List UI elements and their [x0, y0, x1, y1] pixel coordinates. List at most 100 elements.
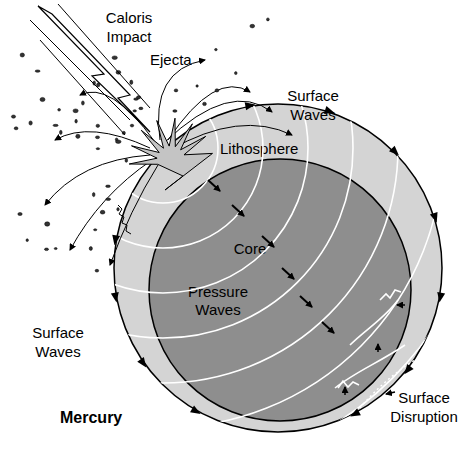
ejecta-debris	[73, 109, 78, 113]
node-text: Core	[218, 240, 282, 258]
text-label: Surface Waves	[280, 86, 346, 124]
ejecta-debris	[130, 124, 133, 127]
wave-arc	[108, 93, 218, 203]
ejecta-debris	[203, 102, 207, 105]
ejecta-debris	[174, 89, 178, 92]
node-outline	[148, 158, 412, 422]
crack-line	[380, 290, 401, 300]
text-label: Mercury	[60, 408, 150, 427]
ejecta-debris	[106, 185, 111, 187]
ejecta-debris	[40, 97, 45, 101]
circle-shape	[114, 104, 442, 432]
disruption-arrow	[377, 344, 379, 352]
ejecta-debris	[117, 208, 119, 211]
ejecta-debris	[29, 121, 32, 125]
ejecta-debris	[20, 53, 24, 57]
ejecta-debris	[96, 148, 100, 150]
ejecta-debris	[96, 124, 100, 127]
circle-shape	[149, 159, 411, 421]
ejecta-debris	[93, 81, 96, 85]
ejecta-trajectory	[165, 101, 272, 142]
ejecta-debris	[235, 72, 238, 75]
surface-wave-arrowhead	[245, 102, 256, 110]
pressure-arrow	[282, 268, 294, 279]
ejecta-debris	[139, 107, 143, 110]
ejecta-debris	[92, 193, 95, 197]
wave-arc	[0, 0, 353, 338]
ejecta-debris	[130, 80, 133, 84]
ejecta-debris	[94, 229, 97, 231]
surface-wave-arrowhead	[137, 357, 146, 367]
wave-arc	[0, 0, 398, 383]
pressure-arrow	[232, 205, 244, 216]
ejecta-debris	[125, 159, 128, 163]
ejecta-debris	[196, 85, 198, 87]
pressure-arrow	[300, 296, 312, 307]
ejecta-debris	[112, 56, 117, 60]
disruption-arrow	[397, 304, 405, 306]
node-text: Lithosphere	[220, 140, 330, 158]
wave-arc	[18, 3, 308, 293]
ejecta-debris	[116, 70, 121, 74]
pressure-arrow	[322, 322, 334, 333]
surface-wave-arrowhead	[111, 292, 119, 303]
ejecta-debris	[53, 124, 58, 126]
reflected-wave	[335, 345, 405, 388]
ejecta-debris	[11, 115, 15, 118]
ejecta-debris	[60, 130, 63, 134]
ejecta-debris	[89, 247, 92, 251]
ejecta-debris	[45, 248, 49, 251]
core-circle: CorePressure Waves	[148, 158, 412, 422]
impact-streak	[40, 40, 125, 135]
text-label: Surface Waves	[26, 323, 90, 361]
ejecta-trajectory	[45, 155, 150, 205]
ejecta-debris	[100, 210, 105, 214]
disruption-arrow	[386, 392, 395, 394]
ejecta-trajectory	[110, 165, 158, 265]
ejecta-debris	[173, 110, 177, 113]
ejecta-debris	[115, 138, 118, 141]
ejecta-debris	[75, 119, 77, 123]
pressure-arrow	[262, 236, 274, 247]
decorations	[11, 4, 445, 420]
ejecta-debris	[116, 140, 122, 143]
ejecta-trajectory	[70, 160, 152, 250]
node-text: Pressure Waves	[178, 283, 258, 319]
ejecta-debris	[215, 89, 219, 92]
ejecta-trajectory	[168, 87, 250, 140]
ejecta-trajectory	[55, 132, 150, 148]
ejecta-debris	[58, 109, 61, 112]
surface-wave-arrowhead	[350, 408, 361, 416]
ejecta-debris	[122, 131, 125, 134]
ejecta-trajectory	[170, 125, 292, 150]
ejecta-trajectory	[80, 92, 155, 142]
ejecta-debris	[134, 98, 139, 100]
surface-wave-arrowhead	[112, 235, 120, 246]
ejecta-debris	[45, 222, 50, 226]
ejecta-trajectory	[158, 60, 205, 140]
ejecta-debris	[215, 48, 218, 50]
surface-wave-arrowhead	[190, 405, 201, 413]
text-label: Caloris Impact	[93, 8, 165, 46]
ejecta-debris	[100, 80, 105, 84]
wave-arc	[0, 0, 443, 428]
ejecta-debris	[250, 24, 255, 28]
ejecta-debris	[97, 83, 100, 87]
ejecta-debris	[76, 134, 80, 138]
disruption-arrow	[344, 387, 346, 395]
pressure-arrow	[208, 180, 220, 191]
surface-wave-arrowhead	[404, 364, 413, 374]
text-label: Surface Disruption	[378, 388, 470, 426]
ejecta-debris	[133, 110, 137, 112]
surface-wave-arrowhead	[430, 212, 438, 223]
ejecta-debris	[26, 239, 28, 242]
text-label: Ejecta	[150, 50, 210, 69]
ejecta-debris	[137, 96, 141, 99]
ejecta-debris	[106, 198, 111, 200]
crack-line	[338, 381, 359, 388]
surface-wave-arrowhead	[437, 292, 445, 303]
